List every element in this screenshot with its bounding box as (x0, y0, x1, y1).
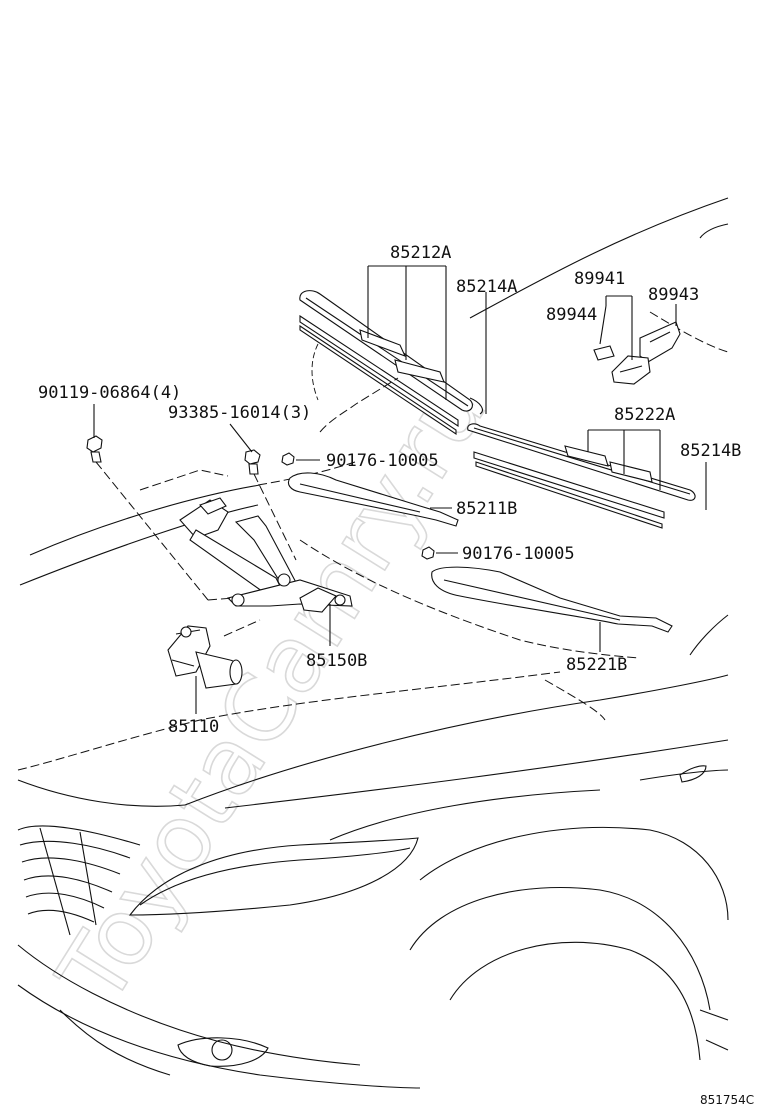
label-85150B: 85150B (306, 651, 367, 671)
label-89944: 89944 (546, 305, 597, 325)
bolt-90119 (86, 435, 103, 463)
wiper-arm-85221B (431, 566, 673, 633)
nut-90176-top (281, 452, 295, 466)
gasket-89944 (593, 345, 615, 361)
label-85212A: 85212A (390, 243, 451, 263)
washer-jet-89941 (611, 355, 651, 385)
wiper-blade-85212A (299, 290, 483, 415)
label-89943: 89943 (648, 285, 699, 305)
label-90119-06864: 90119-06864(4) (38, 383, 181, 403)
wiper-rubber-85214A (299, 314, 459, 436)
label-93385-16014: 93385-16014(3) (168, 403, 311, 423)
bolt-93385 (244, 449, 261, 475)
washer-nozzle-89943 (639, 321, 681, 363)
wiper-motor-85110 (167, 625, 243, 689)
label-85211B: 85211B (456, 499, 517, 519)
label-85222A: 85222A (614, 405, 675, 425)
assembly-guides (95, 343, 606, 721)
part-labels: 85212A 85214A 89941 89943 89944 90119-06… (38, 243, 741, 737)
label-85214A: 85214A (456, 277, 517, 297)
label-85110: 85110 (168, 717, 219, 737)
leader-lines (93, 265, 707, 714)
wiper-blade-85222A (467, 423, 696, 501)
label-85221B: 85221B (566, 655, 627, 675)
label-85214B: 85214B (680, 441, 741, 461)
diagram-reference-code: 851754C (700, 1093, 754, 1107)
wiper-rubber-85214B (473, 451, 665, 529)
label-90176-10005-top: 90176-10005 (326, 451, 439, 471)
label-90176-10005-bottom: 90176-10005 (462, 544, 575, 564)
car-body-outline (17, 197, 729, 1089)
wiper-linkage-85150B (179, 497, 353, 613)
label-89941: 89941 (574, 269, 625, 289)
nut-90176-bottom (421, 546, 435, 560)
wiper-arm-85211B (287, 472, 459, 527)
